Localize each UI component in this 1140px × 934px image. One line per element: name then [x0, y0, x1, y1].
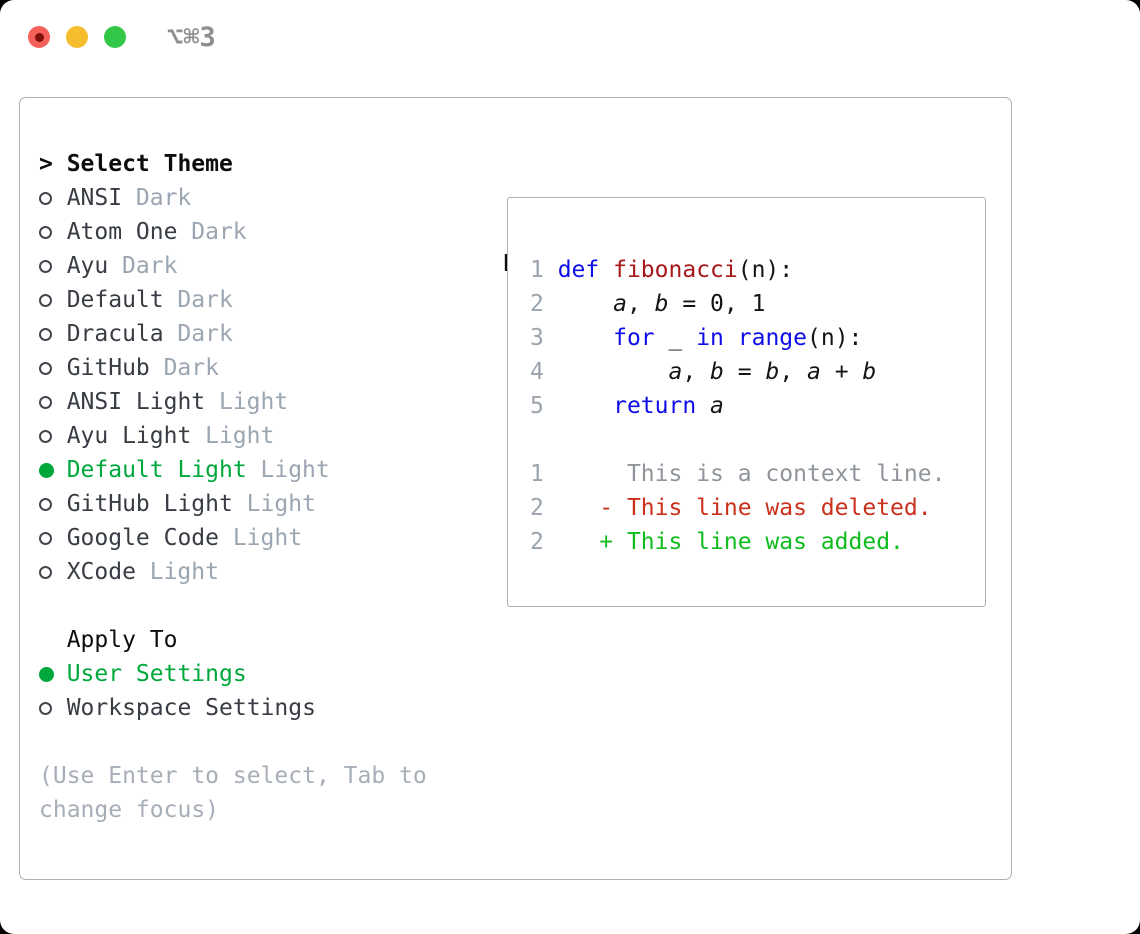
- code-line: [530, 423, 945, 457]
- code-line: 2 + This line was added.: [530, 529, 904, 555]
- apply-to-option[interactable]: Workspace Settings: [39, 691, 489, 725]
- traffic-lights: [28, 26, 126, 48]
- theme-option[interactable]: Ayu Light Light: [39, 419, 489, 453]
- code-line: 3 for _ in range(n):: [530, 325, 863, 351]
- option-label: ANSI: [66, 185, 123, 211]
- code-line: 2 a, b = 0, 1: [530, 291, 766, 317]
- zoom-button[interactable]: [104, 26, 126, 48]
- option-label: Ayu Light: [66, 423, 192, 449]
- option-label: Workspace Settings: [66, 695, 316, 721]
- theme-variant-tag: Light: [149, 559, 219, 585]
- radio-icon: [39, 191, 52, 205]
- select-theme-label: Select Theme: [66, 151, 233, 177]
- radio-selected-icon: [39, 462, 54, 478]
- option-label: Google Code: [66, 525, 220, 551]
- gap: [39, 589, 489, 623]
- theme-option[interactable]: Default Dark: [39, 283, 489, 317]
- option-label: Default Light: [66, 457, 247, 483]
- radio-icon: [39, 259, 52, 273]
- theme-variant-tag: Dark: [163, 355, 219, 381]
- radio-icon: [39, 225, 52, 239]
- apply-to-option[interactable]: User Settings: [39, 657, 489, 691]
- theme-option[interactable]: ANSI Dark: [39, 181, 489, 215]
- theme-variant-tag: Light: [232, 525, 303, 551]
- keyboard-hint: (Use Enter to select, Tab to change focu…: [39, 763, 427, 823]
- apply-to-label: Apply To: [66, 627, 178, 653]
- radio-icon: [39, 395, 52, 409]
- radio-icon: [39, 293, 52, 307]
- close-button[interactable]: [28, 26, 50, 48]
- focus-caret-icon: >: [39, 151, 53, 177]
- radio-icon: [39, 565, 52, 579]
- theme-option[interactable]: ANSI Light Light: [39, 385, 489, 419]
- code-line: 2 - This line was deleted.: [530, 495, 932, 521]
- option-label: XCode: [66, 559, 136, 585]
- theme-option[interactable]: Google Code Light: [39, 521, 489, 555]
- code-preview: 1 def fibonacci(n): 2 a, b = 0, 1 3 for _ …: [530, 253, 945, 559]
- theme-option[interactable]: Default Light Light: [39, 453, 489, 487]
- theme-option[interactable]: GitHub Light Light: [39, 487, 489, 521]
- option-label: Default: [66, 287, 164, 313]
- radio-icon: [39, 701, 52, 715]
- theme-option[interactable]: Ayu Dark: [39, 249, 489, 283]
- theme-variant-tag: Light: [218, 389, 289, 415]
- code-line: 4 a, b = b, a + b: [530, 359, 877, 385]
- radio-icon: [39, 361, 52, 375]
- theme-variant-tag: Light: [246, 491, 316, 517]
- code-line: 5 return a: [530, 393, 724, 419]
- window-title: ⌥⌘3: [167, 22, 216, 53]
- option-label: GitHub Light: [66, 491, 233, 517]
- option-label: ANSI Light: [66, 389, 206, 415]
- unsaved-dot-icon: [34, 32, 44, 42]
- radio-icon: [39, 531, 52, 545]
- theme-variant-tag: Dark: [191, 219, 247, 245]
- theme-variant-tag: Dark: [177, 321, 233, 347]
- radio-icon: [39, 497, 52, 511]
- select-theme-header: > Select Theme: [39, 147, 489, 181]
- theme-variant-tag: Dark: [122, 253, 178, 279]
- theme-option[interactable]: XCode Light: [39, 555, 489, 589]
- theme-variant-tag: Light: [205, 423, 275, 449]
- apply-to-header: Apply To: [39, 623, 489, 657]
- code-line: 1 This is a context line.: [530, 461, 946, 487]
- gap: [39, 725, 489, 759]
- theme-variant-tag: Light: [260, 457, 330, 483]
- option-label: Atom One: [66, 219, 178, 245]
- radio-icon: [39, 327, 52, 341]
- code-line: 1 def fibonacci(n):: [530, 257, 794, 283]
- option-label: Dracula: [66, 321, 164, 347]
- theme-option[interactable]: GitHub Dark: [39, 351, 489, 385]
- radio-icon: [39, 429, 52, 443]
- theme-variant-tag: Dark: [177, 287, 233, 313]
- option-label: User Settings: [66, 661, 247, 687]
- theme-option[interactable]: Atom One Dark: [39, 215, 489, 249]
- preview-box: 1 def fibonacci(n): 2 a, b = 0, 1 3 for _ …: [507, 197, 986, 607]
- theme-variant-tag: Dark: [135, 185, 192, 211]
- option-label: Ayu: [66, 253, 109, 279]
- option-label: GitHub: [66, 355, 150, 381]
- radio-selected-icon: [39, 666, 54, 682]
- theme-option[interactable]: Dracula Dark: [39, 317, 489, 351]
- minimize-button[interactable]: [66, 26, 88, 48]
